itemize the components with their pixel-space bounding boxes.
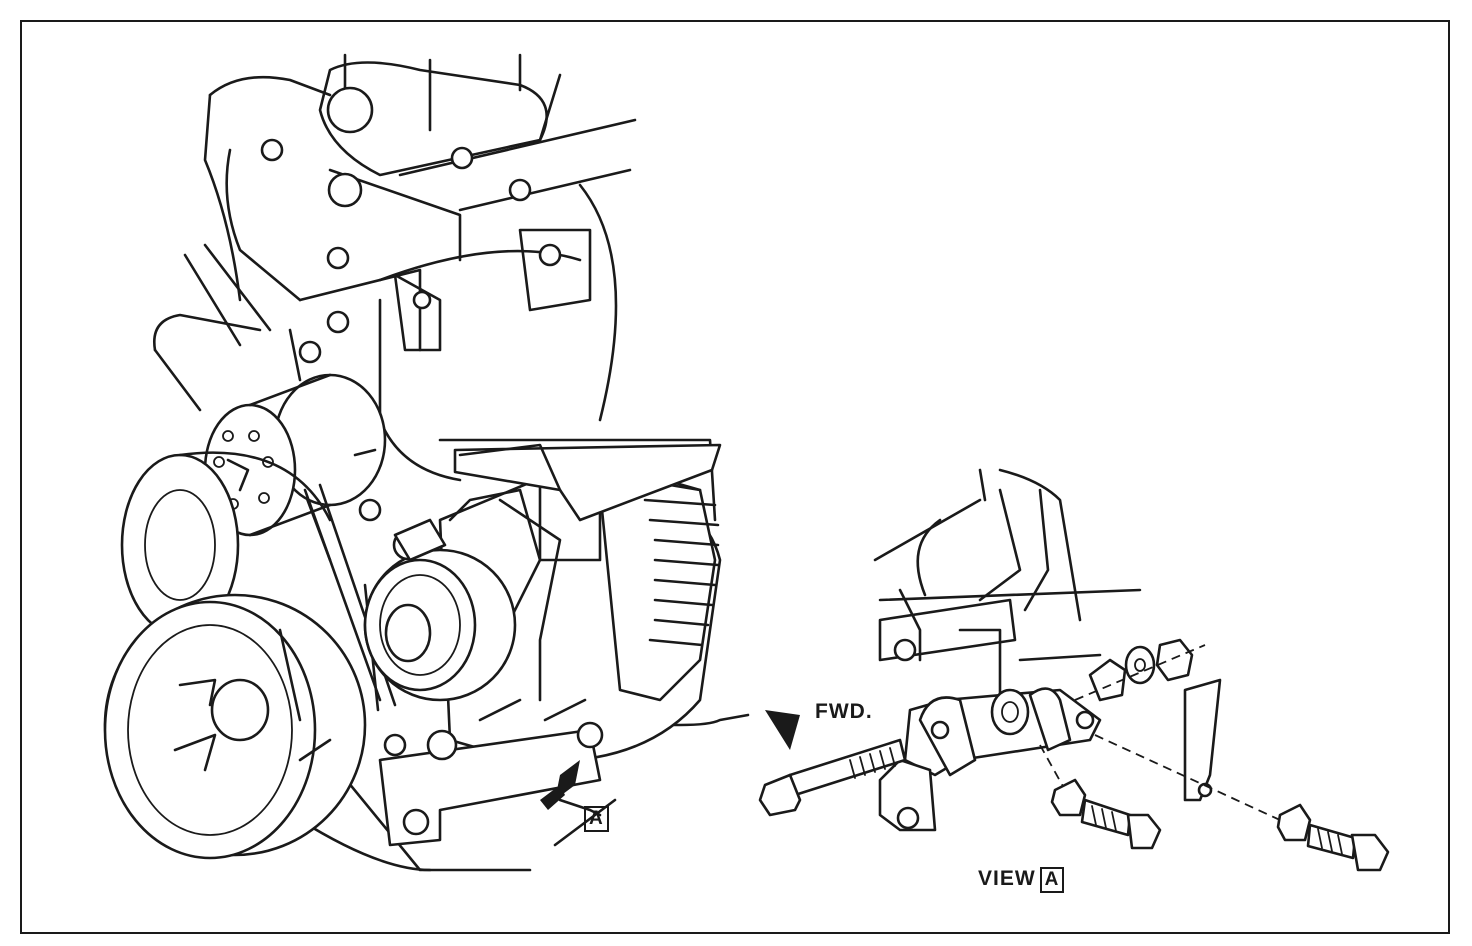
- view-a-detail: [758, 468, 1390, 872]
- crankshaft-pulley: [103, 593, 367, 860]
- adjusting-bracket: [358, 443, 722, 847]
- fwd-label: FWD.: [815, 700, 873, 723]
- fwd-arrow-icon: [765, 710, 800, 750]
- alternator: [363, 468, 722, 763]
- view-word: VIEW: [978, 867, 1036, 890]
- view-a-arrow: [540, 760, 602, 817]
- callout-a-box: A: [584, 806, 609, 832]
- callout-a: A: [580, 806, 609, 832]
- view-letter-box: A: [1039, 867, 1065, 893]
